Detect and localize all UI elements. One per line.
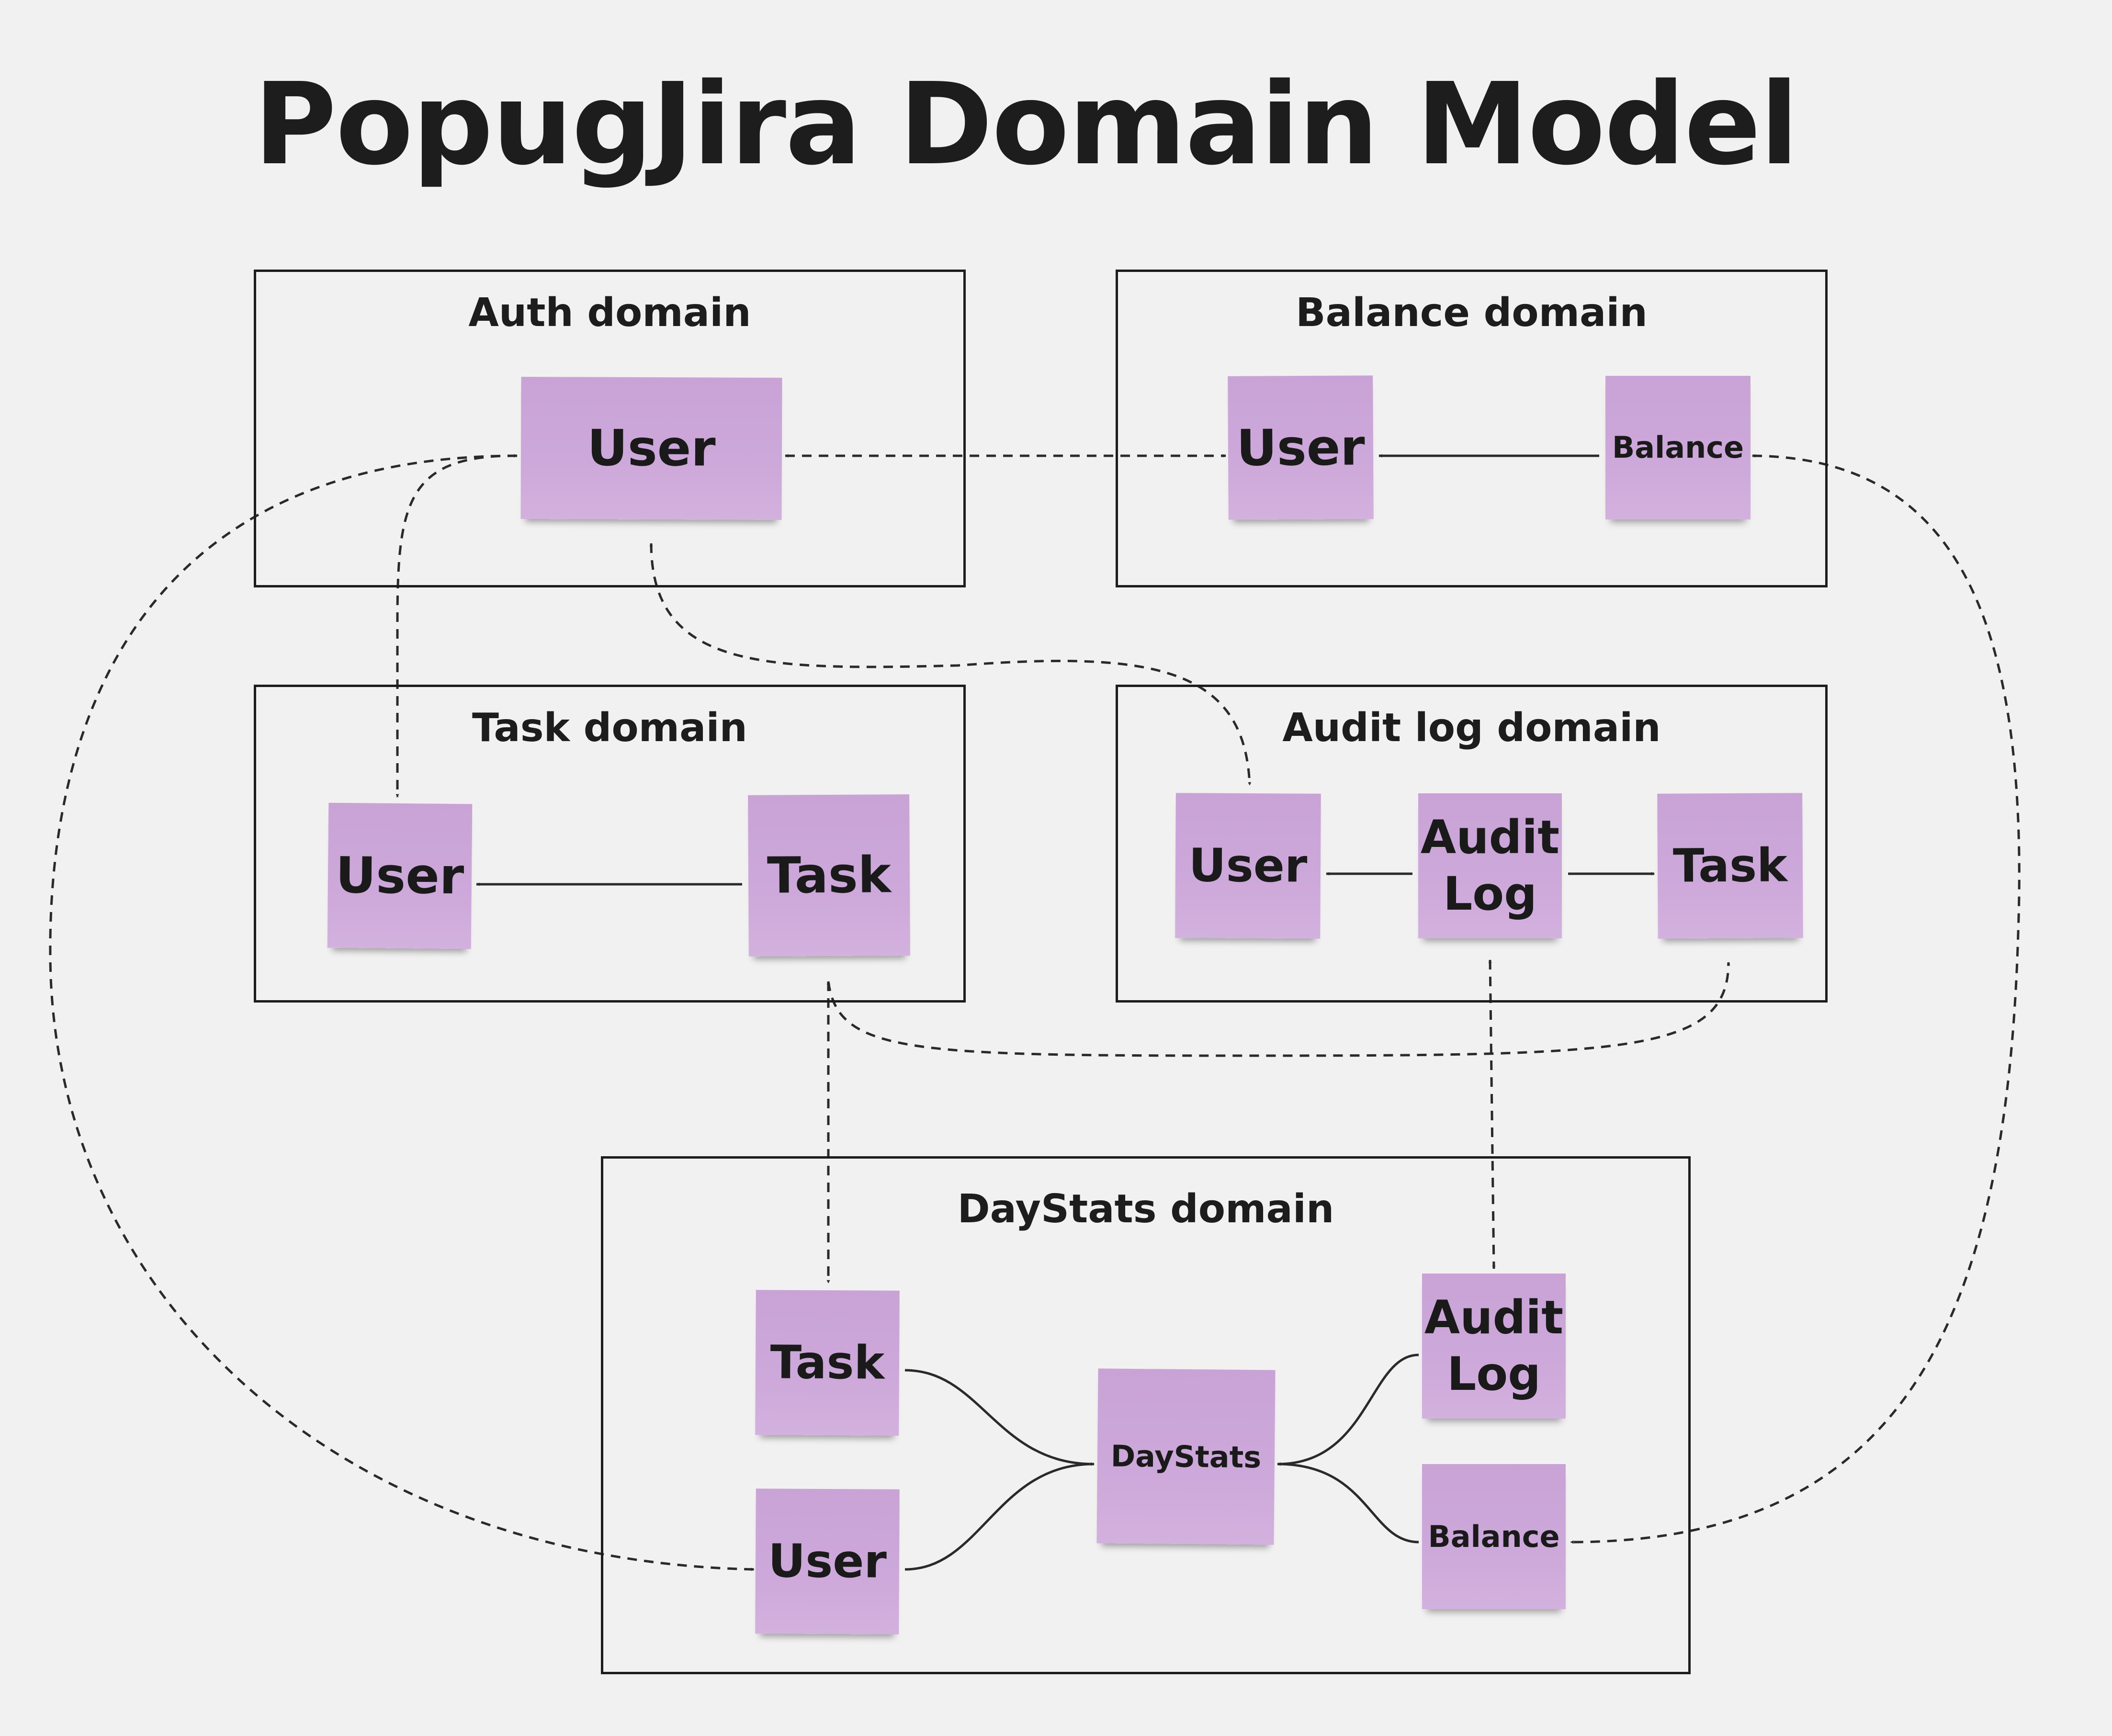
- daystats-balance-note: Balance: [1422, 1464, 1566, 1609]
- dashed-task-task-audit-task: [827, 962, 1730, 1057]
- audit-log-domain: Audit log domain: [1116, 685, 1828, 1003]
- daystats-auditlog-note: Audit Log: [1422, 1274, 1566, 1419]
- dashed-audit-log-daystats-audit-log: [1488, 959, 1496, 1269]
- arrow-balance-to-daystats: [1277, 1462, 1419, 1544]
- balance-user-note: User: [1228, 375, 1374, 520]
- task-domain: Task domain: [254, 685, 966, 1003]
- page-title: PopugJira Domain Model: [254, 58, 1799, 190]
- task-task-note: Task: [748, 794, 910, 957]
- domain-title: Audit log domain: [1282, 705, 1661, 751]
- task-user-note: User: [327, 802, 473, 949]
- balance-domain: Balance domain: [1116, 270, 1828, 587]
- dashed-auth-user-audit-user: [649, 543, 1252, 786]
- domain-title: Auth domain: [468, 290, 751, 336]
- arrow-user-to-daystats: [904, 1462, 1095, 1571]
- dashed-auth-user-daystats-user: [49, 454, 755, 1571]
- audit-task-note: Task: [1657, 793, 1803, 939]
- dashed-balance-balance-daystats-balance: [1570, 454, 2021, 1544]
- domain-title: Balance domain: [1296, 290, 1648, 336]
- domain-title: DayStats domain: [957, 1186, 1334, 1232]
- daystats-user-note: User: [755, 1488, 900, 1635]
- domain-title: Task domain: [472, 705, 747, 751]
- arrow-auditlog-to-daystats: [1277, 1353, 1419, 1466]
- daystats-daystats-note: DayStats: [1096, 1368, 1276, 1545]
- audit-auditlog-note: Audit Log: [1418, 793, 1562, 938]
- audit-user-note: User: [1175, 793, 1321, 939]
- arrow-task-to-daystats: [904, 1369, 1095, 1466]
- auth-user-note: User: [520, 377, 782, 520]
- daystats-task-note: Task: [755, 1290, 900, 1436]
- balance-balance-note: Balance: [1605, 376, 1751, 519]
- auth-domain: Auth domain: [254, 270, 966, 587]
- daystats-domain: DayStats domain: [601, 1156, 1691, 1674]
